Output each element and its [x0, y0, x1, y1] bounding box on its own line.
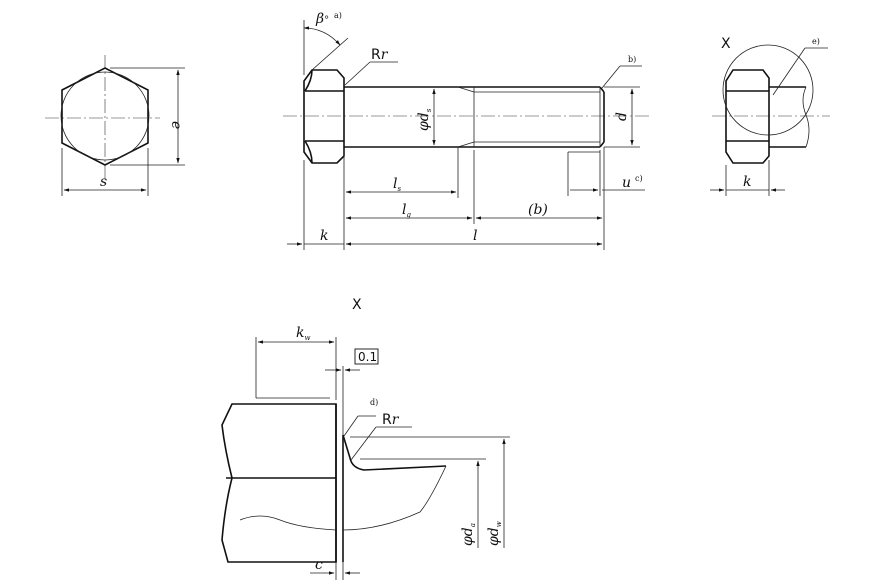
detail-fillet — [342, 434, 447, 471]
dim-b-label: (b) — [528, 202, 548, 218]
note-d: d) — [370, 398, 378, 407]
note-c: c) — [635, 174, 643, 183]
chamfer-top — [599, 86, 605, 93]
bolt-head — [303, 69, 345, 164]
angle-ref-line — [311, 37, 349, 71]
detail-head — [221, 403, 337, 563]
dim-l-label: l — [473, 228, 477, 244]
detail-break — [342, 465, 447, 531]
beta-label: β° — [315, 11, 329, 27]
head-curve — [304, 140, 313, 164]
view-x-label: X — [721, 36, 731, 52]
dim-kw-label: kw — [296, 325, 310, 342]
note-a: a) — [334, 11, 342, 20]
note-b: b) — [628, 55, 636, 64]
note-e-leader — [772, 47, 806, 96]
chamfer-circle — [60, 71, 150, 161]
rr2-label: Rr — [382, 412, 400, 428]
dim-k-label: k — [320, 228, 328, 244]
hexagon-outline — [61, 67, 149, 166]
dim-d-label: d — [614, 112, 630, 121]
dim-da-label: φda — [460, 523, 477, 546]
rr-label: Rr — [371, 47, 389, 63]
small-head — [725, 69, 770, 164]
detail-x: X kw 0.1 d) Rr φda φdw — [221, 297, 510, 580]
dim-c-label: c — [315, 557, 323, 573]
angle-arc — [303, 26, 341, 46]
dim-e-label: e — [168, 121, 184, 129]
dim-lg-label: lg — [402, 202, 411, 219]
dim-k-side-label: k — [743, 174, 751, 190]
dim-dw-label: φdw — [486, 521, 503, 546]
tolerance-box — [354, 348, 379, 365]
chamfer-bottom — [599, 141, 605, 148]
note-b-leader — [601, 65, 621, 89]
note-d-leader — [343, 415, 359, 437]
dim-u-label: u — [622, 175, 631, 191]
rr-leader — [344, 61, 371, 86]
view-x: X e) k — [710, 36, 830, 196]
end-view: e s — [45, 55, 185, 196]
head-curve — [304, 69, 313, 92]
dim-ds-label: φds — [416, 108, 433, 131]
break-line — [802, 86, 810, 148]
dim-s-label: s — [100, 174, 107, 190]
dim-ls-label: ls — [393, 176, 401, 193]
detail-circle — [722, 44, 814, 136]
side-view: β° a) Rr b) φds d u c) ls lg — [283, 11, 650, 250]
thread-runout — [457, 141, 475, 148]
tolerance-value: 0.1 — [358, 350, 377, 364]
rr2-leader — [350, 426, 377, 461]
thread-runout — [457, 86, 475, 93]
detail-x-label: X — [352, 297, 362, 313]
note-e: e) — [812, 37, 820, 46]
detail-break — [239, 515, 337, 531]
